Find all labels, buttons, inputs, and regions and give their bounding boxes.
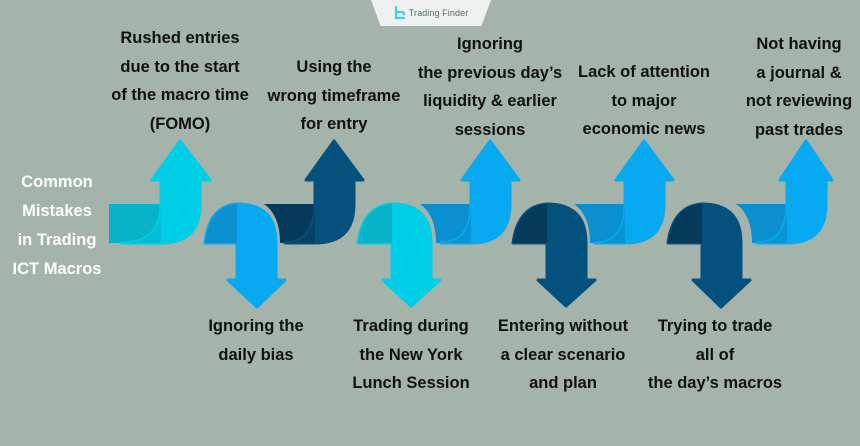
arrow-down-1 xyxy=(203,202,287,309)
arrow-up-3 xyxy=(420,139,521,245)
trading-finder-logo-icon xyxy=(394,6,405,20)
arrow-up-5 xyxy=(736,139,834,245)
label-previous-day-liquidity: Ignoring the previous day’s liquidity & … xyxy=(417,35,563,139)
label-economic-news: Lack of attention to major economic news xyxy=(577,63,711,138)
label-rushed-entries: Rushed entries due to the start of the m… xyxy=(111,29,249,133)
arrow-up-2 xyxy=(264,139,365,245)
arrow-down-2 xyxy=(356,202,442,308)
label-daily-bias: Ignoring the daily bias xyxy=(208,317,304,364)
label-ny-lunch-session: Trading during the New York Lunch Sessio… xyxy=(352,317,470,392)
brand-logo-tab: Trading Finder xyxy=(371,0,491,26)
diagram-title: Common Mistakes in Trading ICT Macros xyxy=(12,173,102,278)
arrow-down-4 xyxy=(666,202,752,309)
brand-name: Trading Finder xyxy=(408,8,469,18)
arrow-up-4 xyxy=(574,139,675,245)
label-wrong-timeframe: Using the wrong timeframe for entry xyxy=(267,58,401,133)
label-no-clear-plan: Entering without a clear scenario and pl… xyxy=(497,317,629,392)
label-no-journal: Not having a journal & not reviewing pas… xyxy=(745,35,853,139)
arrow-down-3 xyxy=(511,202,597,308)
label-all-macros: Trying to trade all of the day’s macros xyxy=(647,317,783,392)
arrow-up-1 xyxy=(109,139,212,245)
